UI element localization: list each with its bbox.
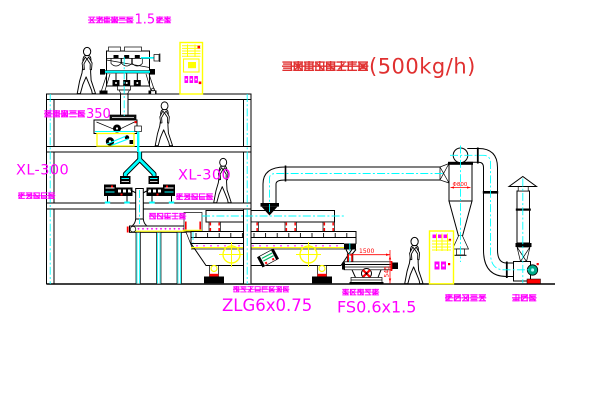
stack-reducer <box>516 246 531 262</box>
label-cyclone <box>445 294 487 302</box>
vibration-symbol-right <box>296 242 321 267</box>
exhaust-duct <box>260 165 440 216</box>
svg-text:FS0.6x1.5: FS0.6x1.5 <box>337 298 416 317</box>
svg-text:ZLG6x0.75: ZLG6x0.75 <box>222 296 312 315</box>
roof-vent <box>150 87 156 95</box>
building-floor1-slab <box>46 202 252 210</box>
vibrating-screen <box>342 253 398 285</box>
screen-dimensions: 1500 545 <box>347 248 392 284</box>
svg-text:XL-300: XL-300 <box>16 163 69 179</box>
fluid-bed-dryer <box>190 210 357 284</box>
dim-screen-height: 545 <box>384 266 391 278</box>
title-text <box>282 61 369 71</box>
indicator-lamp <box>197 45 201 49</box>
svg-text:XL-300: XL-300 <box>178 168 231 184</box>
mixer-shaft <box>102 70 153 74</box>
screen-vibrator <box>361 268 372 279</box>
cabinet2-panel-marks <box>434 261 446 270</box>
granulator-left <box>104 176 137 204</box>
svg-text:1.5: 1.5 <box>135 13 156 28</box>
vibration-motor <box>256 248 280 268</box>
mixer-inlet-cups <box>110 55 143 67</box>
label-granulator-right: XL-300 <box>176 168 231 200</box>
mixer-outlet <box>134 125 142 132</box>
granulator-right <box>142 176 175 204</box>
plenum-stubs <box>208 221 335 232</box>
control-cabinet-ground <box>428 230 455 285</box>
induced-draft-fan <box>507 175 541 284</box>
label-vibrating-screen: FS0.6x1.5 <box>337 288 416 317</box>
person-floor2 <box>154 101 174 147</box>
dryer-bed-dots <box>196 245 338 247</box>
label-granulator-left: XL-300 <box>16 163 69 199</box>
dim-screen-width: 1500 <box>359 248 374 255</box>
fan-base <box>526 278 541 284</box>
mixer-valves <box>112 73 141 86</box>
cyclone-inlet-transition <box>439 162 450 184</box>
dryer-leg-right <box>312 264 332 284</box>
person-roof <box>76 46 97 95</box>
svg-text:350: 350 <box>86 107 111 122</box>
label-fan <box>512 294 537 302</box>
label-belt-conveyor <box>149 212 187 220</box>
building-roof-slab <box>46 93 252 100</box>
dryer-leg-left <box>204 264 224 284</box>
person-ground <box>404 236 424 285</box>
vibration-symbol-left <box>219 242 244 267</box>
belt-drive <box>96 132 135 147</box>
y-split-duct <box>122 151 157 178</box>
control-cabinet-roof <box>179 41 204 95</box>
title-capacity: (500kg/h) <box>369 55 476 79</box>
label-gravity-mixer: 1.5 <box>88 13 172 28</box>
gravity-mixer <box>99 46 161 95</box>
centerlines <box>49 57 532 284</box>
conveyor-legs <box>135 231 182 285</box>
building-floor2-slab <box>46 146 252 153</box>
high-speed-mixer <box>93 114 142 152</box>
label-fluid-bed-dryer: ZLG6x0.75 <box>222 286 312 315</box>
diagram-title: (500kg/h) <box>282 55 476 79</box>
cabinet-panel-marks <box>184 76 198 83</box>
screen-outlet <box>392 262 398 269</box>
label-high-speed-mixer: 350 <box>44 107 111 122</box>
dryer-bolts <box>195 233 348 238</box>
